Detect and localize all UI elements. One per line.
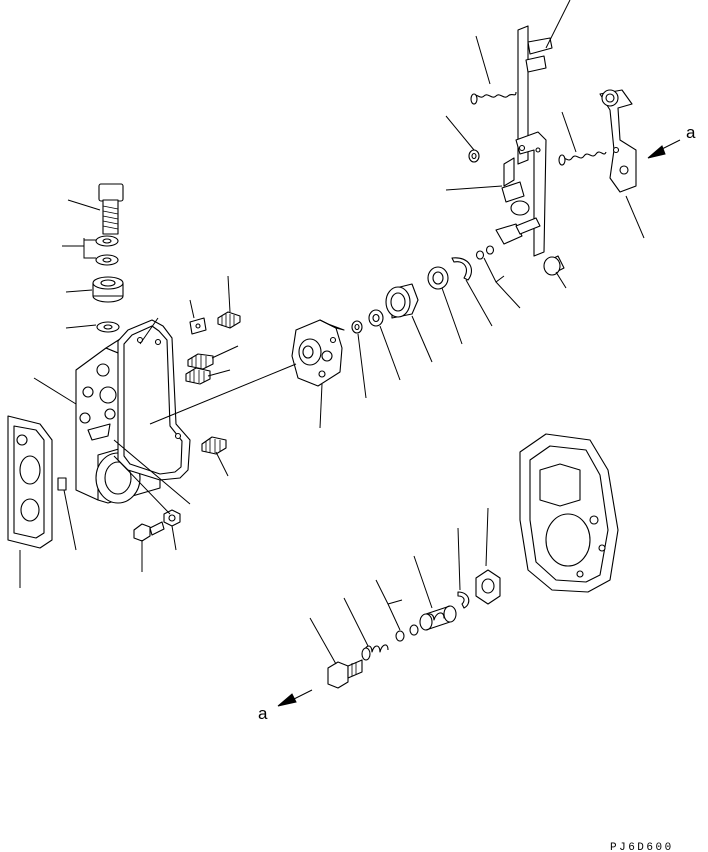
figure-code: PJ6D600 <box>610 842 674 852</box>
sealing-washer-upper <box>95 235 119 247</box>
stud-bolt-4 <box>201 436 227 455</box>
sealing-washer-lower <box>96 321 120 333</box>
stud-bolt-1 <box>217 311 241 329</box>
lever-pin-clip <box>468 149 480 163</box>
governor-cover <box>519 433 619 593</box>
dowel-pin <box>57 477 67 491</box>
view-arrow-upper <box>647 139 681 159</box>
leader-lines <box>19 0 645 665</box>
bushing-right <box>543 255 565 276</box>
ring-center <box>427 266 449 290</box>
adjusting-bolt <box>327 659 363 689</box>
washer-center-2 <box>475 250 485 260</box>
sleeve-center <box>385 283 419 319</box>
lever-spring-upper <box>470 91 517 105</box>
bushing-center <box>368 309 384 327</box>
small-bolt <box>133 521 165 542</box>
control-lever <box>599 89 637 193</box>
housing-gasket <box>117 319 191 481</box>
spring-lower-small <box>361 644 389 661</box>
bracket-clip <box>189 317 207 335</box>
cap-bolt <box>98 183 124 235</box>
snap-ring-lower <box>457 591 470 609</box>
washer-center-3 <box>485 245 495 255</box>
small-nut <box>163 509 181 527</box>
washer-lower-2 <box>409 624 419 636</box>
snap-ring-center <box>451 257 472 281</box>
view-arrow-lower <box>277 689 313 707</box>
stud-bolt-3 <box>185 367 211 385</box>
nut-lower <box>475 569 501 605</box>
plug-nut <box>92 276 124 303</box>
housing-front-gasket <box>7 415 53 549</box>
view-label-a-upper: a <box>686 123 696 142</box>
sealing-washer-middle <box>95 254 119 266</box>
spring-lower-large <box>419 605 457 631</box>
governor-lever <box>495 25 553 257</box>
stud-bolt-2 <box>187 353 214 370</box>
view-label-a-lower: a <box>258 704 268 723</box>
washer-lower-1 <box>395 630 405 642</box>
flyweight-holder <box>291 319 345 387</box>
washer-center-1 <box>351 320 363 334</box>
tension-spring <box>558 151 607 166</box>
